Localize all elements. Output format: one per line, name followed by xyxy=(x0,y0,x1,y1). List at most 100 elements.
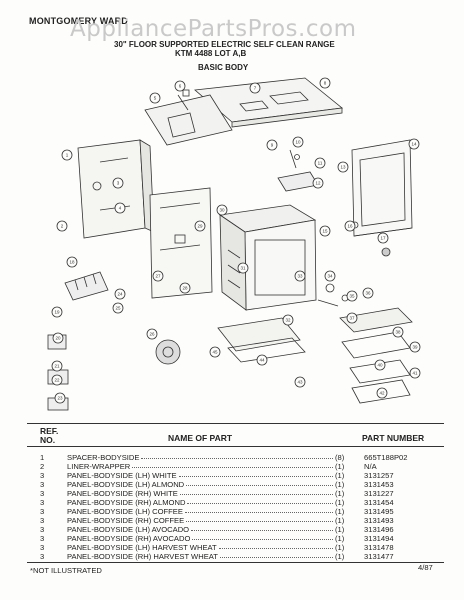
callout-marker xyxy=(314,157,326,169)
callout-marker xyxy=(114,288,126,300)
callout-number: 21 xyxy=(54,364,60,369)
part-number-cell: 3131477 xyxy=(364,552,394,561)
callout-marker xyxy=(376,387,388,399)
callout-marker xyxy=(392,326,404,338)
quantity-cell: (8) xyxy=(335,453,345,462)
callout-number: 41 xyxy=(412,371,418,376)
header-rule-bottom xyxy=(27,446,444,447)
callout-marker xyxy=(346,290,358,302)
callout-marker xyxy=(362,287,374,299)
part-name-cell: PANEL-BODYSIDE (LH) ALMOND xyxy=(67,480,185,489)
callout-marker xyxy=(346,312,358,324)
part-name-cell: PANEL-BODYSIDE (RH) COFFEE xyxy=(67,516,185,525)
callout-marker xyxy=(112,302,124,314)
part-number-cell: N/A xyxy=(364,462,377,471)
callout-number: 33 xyxy=(297,274,303,279)
ref-header: REF. xyxy=(40,426,59,436)
ref-cell: 3 xyxy=(40,471,45,480)
callout-number: 38 xyxy=(395,330,401,335)
callout-number: 5 xyxy=(154,96,157,101)
callout-number: 43 xyxy=(297,380,303,385)
callout-marker xyxy=(51,360,63,372)
callout-marker xyxy=(209,346,221,358)
quantity-cell: (1) xyxy=(335,471,345,480)
callout-marker xyxy=(292,136,304,148)
part-number-cell: 665T188P02 xyxy=(364,453,408,462)
callout-number: 24 xyxy=(117,292,123,297)
quantity-cell: (1) xyxy=(335,498,345,507)
callout-marker xyxy=(114,202,126,214)
quantity-cell: (1) xyxy=(335,534,345,543)
leader-dots xyxy=(186,485,333,486)
callout-number: 19 xyxy=(54,310,60,315)
callout-number: 8 xyxy=(324,81,327,86)
revision-date: 4/87 xyxy=(418,563,433,572)
callout-number: 36 xyxy=(365,291,371,296)
callout-marker xyxy=(152,270,164,282)
part-name-cell: PANEL-BODYSIDE (RH) HARVEST WHEAT xyxy=(67,552,218,561)
callout-marker xyxy=(337,161,349,173)
callout-number: 29 xyxy=(197,224,203,229)
callout-marker xyxy=(256,354,268,366)
terminal-block xyxy=(277,149,319,192)
callout-number: 23 xyxy=(57,396,63,401)
ref-cell: 3 xyxy=(40,480,45,489)
table-row: 3 PANEL-BODYSIDE (RH) HARVEST WHEAT (1) 313… xyxy=(30,552,450,561)
part-number-cell: 3131496 xyxy=(364,525,394,534)
table-bottom-rule xyxy=(27,562,444,563)
part-name-cell: PANEL-BODYSIDE (RH) ALMOND xyxy=(67,498,186,507)
callout-marker xyxy=(344,220,356,232)
table-row: 3 PANEL-BODYSIDE (RH) WHITE (1) 3131227 xyxy=(30,489,450,498)
name-of-part-header: NAME OF PART xyxy=(168,433,233,443)
callout-marker xyxy=(377,232,389,244)
leader-dots xyxy=(191,530,333,531)
callout-marker xyxy=(51,374,63,386)
part-number-cell: 3131453 xyxy=(364,480,394,489)
vent-bracket xyxy=(144,89,233,146)
ref-cell: 3 xyxy=(40,489,45,498)
model-number: KTM 4488 LOT A,B xyxy=(175,49,247,58)
ref-cell: 3 xyxy=(40,534,45,543)
callout-number: 13 xyxy=(340,165,346,170)
ref-cell: 3 xyxy=(40,552,45,561)
part-number-cell: 3131227 xyxy=(364,489,394,498)
callout-number: 18 xyxy=(69,260,75,265)
callout-number: 40 xyxy=(377,363,383,368)
ref-cell: 3 xyxy=(40,543,45,552)
part-name-cell: PANEL-BODYSIDE (LH) WHITE xyxy=(67,471,177,480)
callout-marker xyxy=(294,376,306,388)
no-header: NO. xyxy=(40,435,56,445)
leader-dots xyxy=(141,458,333,459)
oven-body xyxy=(218,204,317,311)
callout-number: 2 xyxy=(61,224,64,229)
ref-cell: 3 xyxy=(40,507,45,516)
quantity-cell: (1) xyxy=(335,525,345,534)
callout-marker xyxy=(266,139,278,151)
ref-cell: 2 xyxy=(40,462,45,471)
leader-dots xyxy=(187,503,333,504)
callout-number: 35 xyxy=(349,294,355,299)
quantity-cell: (1) xyxy=(335,489,345,498)
table-row: 3 PANEL-BODYSIDE (LH) WHITE (1) 3131257 xyxy=(30,471,450,480)
part-name-cell: LINER-WRAPPER xyxy=(67,462,131,471)
callout-number: 17 xyxy=(380,236,386,241)
quantity-cell: (1) xyxy=(335,552,345,561)
part-name-cell: PANEL-BODYSIDE (RH) WHITE xyxy=(67,489,178,498)
callout-number: 1 xyxy=(66,153,69,158)
ref-cell: 3 xyxy=(40,516,45,525)
callout-marker xyxy=(194,220,206,232)
part-number-cell: 3131257 xyxy=(364,471,394,480)
callout-number: 9 xyxy=(271,143,274,148)
callout-number: 10 xyxy=(295,140,301,145)
callout-marker xyxy=(249,82,261,94)
leader-dots xyxy=(186,521,333,522)
callout-number: 6 xyxy=(179,84,182,89)
callout-marker xyxy=(237,262,249,274)
callout-marker xyxy=(409,367,421,379)
